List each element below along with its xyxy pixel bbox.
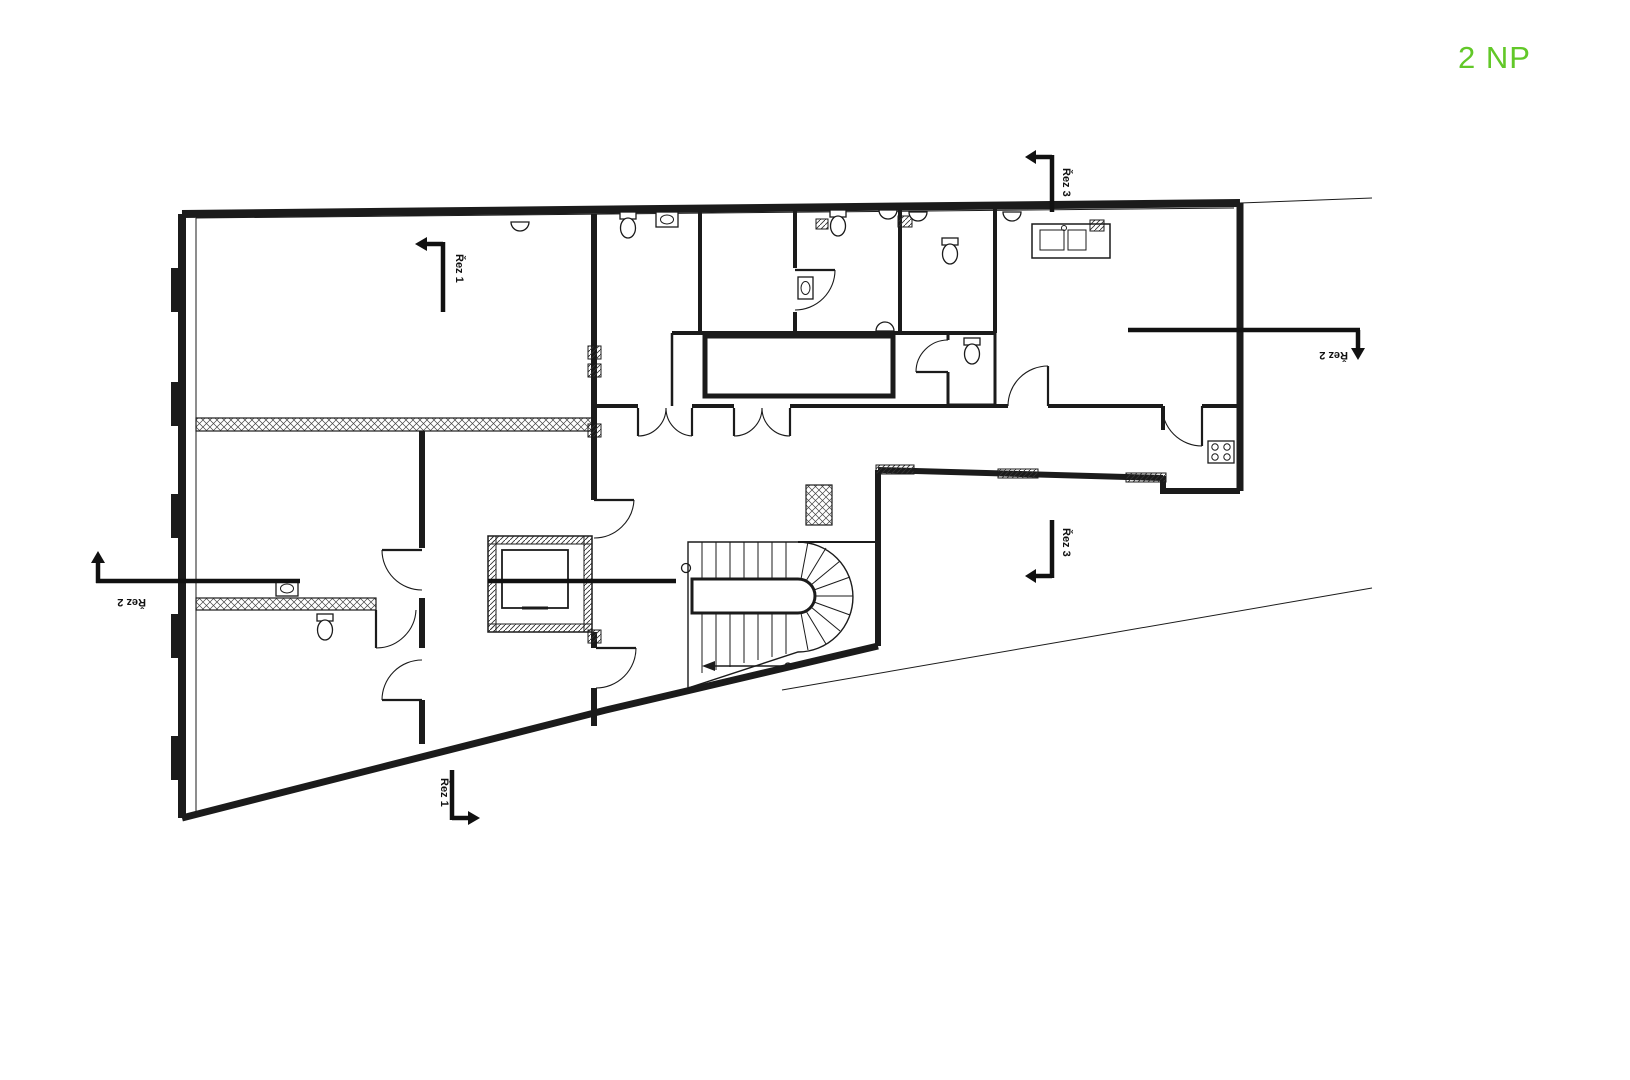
light-well — [702, 333, 896, 399]
stove-icon — [1207, 440, 1235, 464]
stair-direction-arrow — [702, 661, 792, 671]
section-label-rez2: Řez 2 — [1319, 349, 1348, 362]
toilet-icon — [619, 211, 637, 239]
section-marker-rez2-left: Řez 2 — [91, 551, 676, 609]
section-label-rez3: Řez 3 — [1060, 168, 1073, 197]
sink-icon — [655, 211, 679, 228]
section-label-rez2: Řez 2 — [117, 596, 146, 609]
chimney-flues — [587, 215, 1105, 644]
facade-pilasters — [171, 268, 182, 780]
section-marker-rez1-bottom: Řez 1 — [438, 770, 480, 825]
sink-icon — [878, 209, 898, 220]
fixtures — [275, 209, 1235, 641]
staircase — [680, 541, 854, 689]
stair-column — [680, 562, 692, 574]
doors — [374, 268, 1204, 702]
corridor-windows — [875, 464, 1167, 483]
section-label-rez1: Řez 1 — [453, 254, 466, 283]
section-label-rez3: Řez 3 — [1060, 528, 1073, 557]
sink-icon — [1002, 211, 1022, 222]
toilet-icon — [316, 613, 334, 641]
toilet-icon — [941, 237, 959, 265]
stair-eye — [690, 577, 817, 615]
toilet-icon — [829, 209, 847, 237]
winder-treads — [800, 541, 853, 651]
sink-icon — [510, 221, 530, 232]
section-marker-rez2-right: Řez 2 — [1128, 327, 1365, 362]
elevator — [487, 535, 593, 633]
section-marker-rez3-top: Řez 3 — [1025, 150, 1073, 212]
section-label-rez1: Řez 1 — [438, 778, 451, 807]
toilet-icon — [963, 337, 981, 365]
exterior-walls — [171, 199, 1244, 822]
sink-icon — [797, 276, 814, 300]
section-markers: Řez 1 Řez 1 Řez 2 Řez 2 Řez 3 — [91, 150, 1365, 825]
property-lines — [781, 197, 1373, 691]
hatched-walls — [195, 417, 833, 611]
section-marker-rez1-top: Řez 1 — [415, 237, 466, 312]
section-marker-rez3-mid: Řez 3 — [1025, 520, 1073, 583]
kitchen-counter — [1031, 223, 1111, 259]
sink-icon — [875, 321, 895, 332]
page-title: 2 NP — [1458, 40, 1531, 75]
